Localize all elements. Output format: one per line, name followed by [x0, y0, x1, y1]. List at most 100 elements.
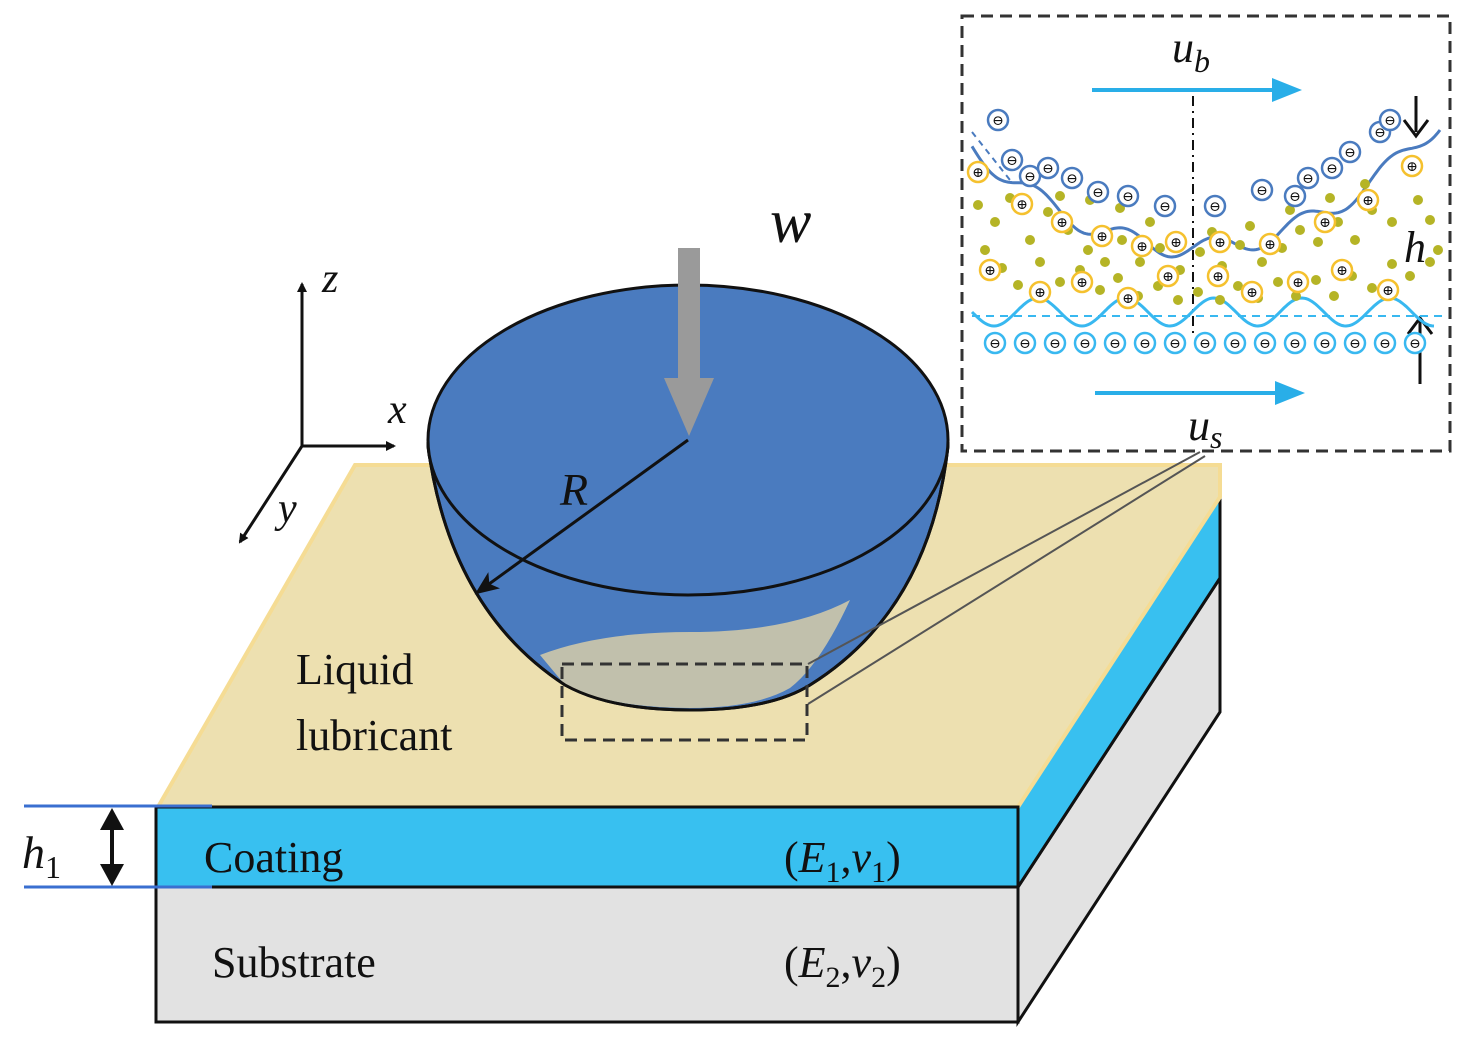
positive-ion-sign: ⊕ — [1034, 286, 1046, 301]
bottom-negative-ion-ring — [1043, 331, 1067, 355]
contact-zoom-box — [560, 662, 809, 742]
top-negative-ion-sign: ⊖ — [1092, 186, 1104, 201]
particle-dot — [1257, 257, 1267, 267]
positive-ion-ring — [1010, 192, 1034, 216]
particle-dot — [1043, 207, 1053, 217]
bottom-velocity-label: us — [1188, 401, 1222, 455]
particle-dot — [1291, 291, 1301, 301]
positive-ion-ring — [1356, 188, 1380, 212]
top-negative-ion-ring — [1086, 180, 1110, 204]
positive-ion-ring — [1156, 264, 1180, 288]
y-axis-label: y — [274, 486, 297, 532]
top-negative-ion-sign: ⊖ — [1384, 114, 1396, 129]
bottom-negative-ion-sign: ⊖ — [1229, 337, 1241, 352]
particle-dot — [1055, 277, 1065, 287]
particle-dot — [1413, 195, 1423, 205]
particle-dot — [1025, 235, 1035, 245]
bottom-negative-ion-ring — [1163, 331, 1187, 355]
bottom-negative-ion-sign: ⊖ — [1319, 337, 1331, 352]
particle-dot — [1117, 235, 1127, 245]
top-negative-ion-sign: ⊖ — [1042, 162, 1054, 177]
particle-dot — [1195, 247, 1205, 257]
particle-dot — [1083, 245, 1093, 255]
particle-dot — [1329, 291, 1339, 301]
leader-line-upper — [807, 451, 1201, 665]
positive-ion-ring — [1116, 286, 1140, 310]
particle-dot — [1425, 215, 1435, 225]
top-negative-ion-sign: ⊖ — [1256, 184, 1268, 199]
positive-ion-sign: ⊕ — [1264, 238, 1276, 253]
inset-panel: ub us h ⊖⊖⊖⊖⊖⊖⊖⊖⊖⊖⊖⊖⊖⊖⊖⊖⊕⊕⊕⊕⊕⊕⊕⊕⊕⊕⊕⊕⊕⊕⊕⊕… — [960, 14, 1452, 455]
thickness-arrow-up — [100, 808, 124, 830]
coating-thickness-indicator: h1 — [22, 804, 212, 889]
particle-dot — [990, 217, 1000, 227]
particle-dot — [1313, 237, 1323, 247]
z-axis-label: z — [321, 256, 338, 302]
positive-ion-sign: ⊕ — [1362, 194, 1374, 209]
positive-ion-sign: ⊕ — [1056, 216, 1068, 231]
bottom-negative-ion-sign: ⊖ — [1079, 337, 1091, 352]
positive-ion-sign: ⊕ — [1016, 198, 1028, 213]
top-negative-ion-sign: ⊖ — [1209, 200, 1221, 215]
top-negative-ion-sign: ⊖ — [1344, 146, 1356, 161]
particle-dot — [1273, 277, 1283, 287]
load-arrow-shaft — [678, 248, 700, 380]
coating-front-face — [154, 805, 1020, 889]
top-negative-ion-sign: ⊖ — [1006, 154, 1018, 169]
particle-dot — [973, 200, 983, 210]
bottom-negative-ion-ring — [1193, 331, 1217, 355]
top-negative-ion-ring — [1338, 140, 1362, 164]
leader-line-lower — [807, 455, 1206, 705]
bottom-negative-ion-sign: ⊖ — [1049, 337, 1061, 352]
radius-label: R — [559, 464, 588, 515]
top-negative-ion-sign: ⊖ — [1302, 172, 1314, 187]
particle-dot — [1113, 273, 1123, 283]
particle-dot — [1350, 235, 1360, 245]
lubricant-label-line1: Liquid — [296, 645, 413, 694]
bottom-negative-ion-sign: ⊖ — [1109, 337, 1121, 352]
particle-dot — [1193, 287, 1203, 297]
top-negative-ion-sign: ⊖ — [1066, 172, 1078, 187]
positive-ion-sign: ⊕ — [1122, 292, 1134, 307]
positive-ion-sign: ⊕ — [984, 264, 996, 279]
y-axis-line — [238, 445, 304, 544]
bottom-negative-ion-sign: ⊖ — [1349, 337, 1361, 352]
positive-ion-ring — [1286, 270, 1310, 294]
load-arrow-head — [664, 378, 714, 436]
top-negative-ion-sign: ⊖ — [1159, 200, 1171, 215]
particle-dot — [1095, 285, 1105, 295]
top-velocity-arrowhead — [1272, 78, 1302, 102]
positive-ion-sign: ⊕ — [1292, 276, 1304, 291]
top-negative-ion-ring — [1320, 156, 1344, 180]
particle-dot — [1155, 243, 1165, 253]
particle-dot — [1215, 295, 1225, 305]
particle-dot — [1433, 245, 1443, 255]
particle-dot — [980, 245, 990, 255]
top-negative-ion-ring — [1036, 156, 1060, 180]
ball-bottom-outline — [426, 445, 950, 712]
bottom-velocity-arrowhead — [1275, 381, 1305, 405]
positive-ion-ring — [1164, 230, 1188, 254]
bottom-negative-ion-ring — [1313, 331, 1337, 355]
bottom-negative-ion-ring — [1223, 331, 1247, 355]
particle-dot — [1360, 179, 1370, 189]
particle-dot — [1295, 225, 1305, 235]
bottom-negative-ion-sign: ⊖ — [1019, 337, 1031, 352]
top-negative-ion-sign: ⊖ — [1374, 126, 1386, 141]
top-negative-ion-sign: ⊖ — [1024, 170, 1036, 185]
submerged-tip — [540, 600, 850, 708]
particle-dot — [1055, 191, 1065, 201]
particle-dot — [1135, 257, 1145, 267]
substrate-label: Substrate — [212, 938, 376, 987]
particle-dot — [1387, 217, 1397, 227]
positive-ion-sign: ⊕ — [1136, 240, 1148, 255]
positive-ion-ring — [1313, 210, 1337, 234]
bottom-negative-ion-ring — [1283, 331, 1307, 355]
positive-ion-sign: ⊕ — [1076, 276, 1088, 291]
bottom-negative-ion-ring — [1133, 331, 1157, 355]
bottom-negative-ion-sign: ⊖ — [1169, 337, 1181, 352]
particle-dot — [1405, 271, 1415, 281]
x-axis-label: x — [387, 387, 407, 433]
bottom-wavy-surface — [970, 296, 1435, 328]
